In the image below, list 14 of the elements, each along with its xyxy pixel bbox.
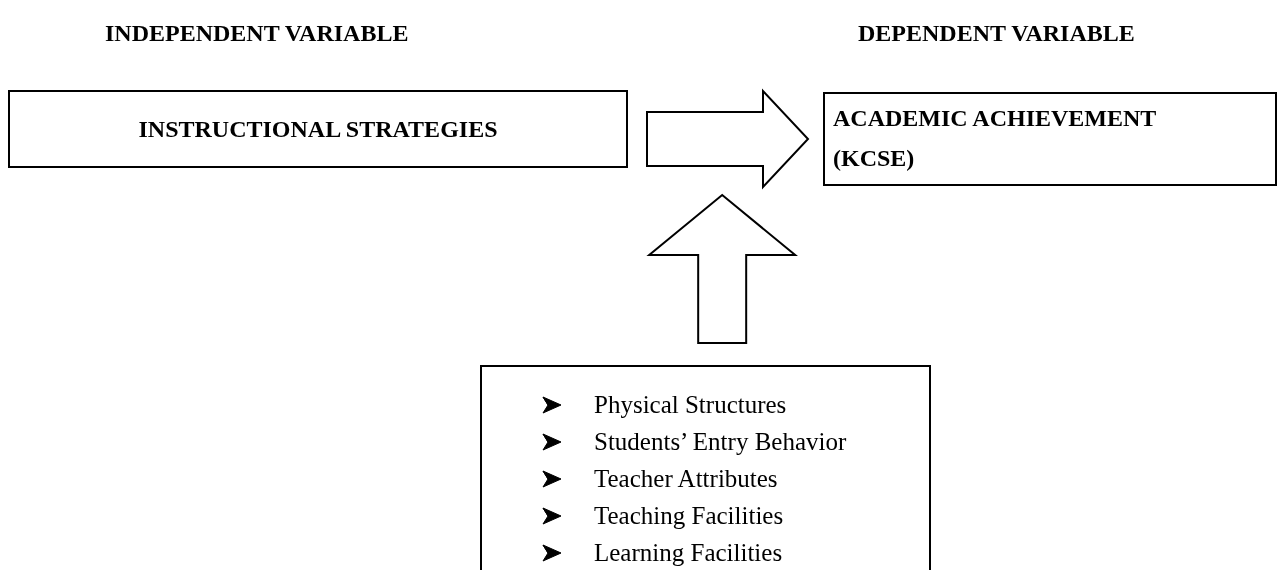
variable-box — [823, 92, 1277, 186]
list-item: Learning Facilities — [594, 539, 783, 567]
column-heading: DEPENDENT VARIABLE — [858, 20, 1135, 47]
list-item: Students’ Entry Behavior — [594, 428, 847, 456]
list-item: Teacher Attributes — [594, 465, 778, 493]
variable-box — [8, 90, 628, 168]
list-item: Physical Structures — [594, 391, 787, 419]
column-heading: INDEPENDENT VARIABLE — [105, 20, 409, 47]
block-arrow — [646, 193, 798, 344]
factors-box — [480, 365, 931, 570]
block-arrow — [646, 88, 810, 190]
box-title: INSTRUCTIONAL STRATEGIES — [138, 115, 498, 143]
box-title: ACADEMIC ACHIEVEMENT (KCSE) — [833, 104, 1157, 173]
list-item: Teaching Facilities — [594, 502, 784, 530]
